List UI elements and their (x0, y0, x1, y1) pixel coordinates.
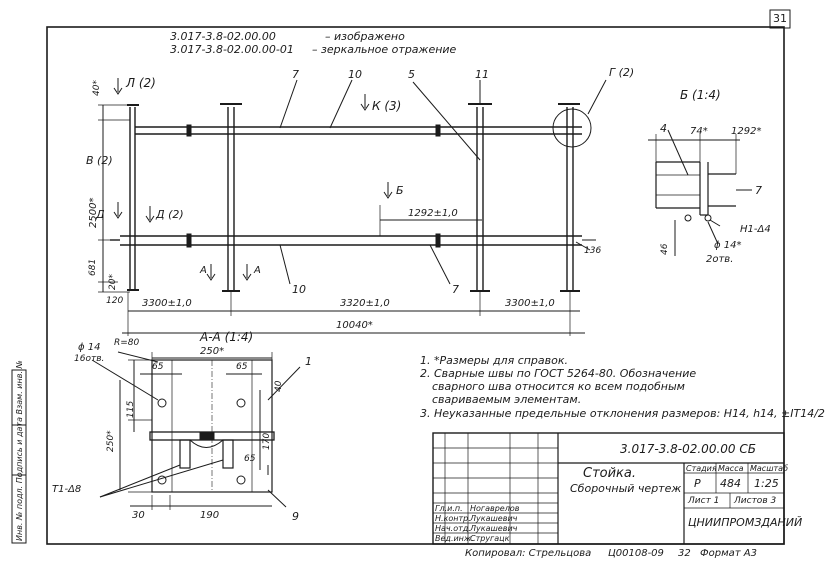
section-a-dim-190: 190 (200, 510, 220, 521)
note-2-cont-2: свариваемым элементам. (432, 393, 582, 406)
title-name-2: Сборочный чертеж (570, 482, 682, 495)
section-a-title: А-А (1:4) (200, 330, 254, 344)
post-3 (468, 103, 492, 292)
title-col-scale: Масштаб (750, 464, 789, 473)
detail-b-dim-1292: 1292* (731, 126, 762, 137)
section-a-weld: Т1-Δ8 (52, 484, 82, 495)
title-name-row-1: Ногаврелов (470, 504, 520, 513)
inventory-stamp: Инв. № подл. Подпись и дата Взам. инв. № (15, 360, 24, 541)
detail-b-pos-7: 7 (755, 184, 762, 197)
callout-d-mid: Д (2) (156, 208, 184, 221)
detail-b-pos-4: 4 (660, 122, 667, 135)
dim-136: 136 (584, 246, 602, 256)
callout-b: Б (396, 184, 404, 197)
dim-2500: 2500* (88, 197, 99, 228)
callout-a1: А (200, 265, 207, 276)
title-col-stage: Стадия (686, 464, 717, 473)
main-view (98, 78, 607, 336)
section-a-dim-40: 40 (274, 380, 284, 392)
title-role-4: Вед.инж. (435, 534, 474, 543)
post-1 (127, 104, 139, 291)
section-a-dim-65-left: 65 (152, 362, 164, 372)
dim-3320: 3320±1,0 (340, 298, 390, 309)
title-sheets: Листов 3 (734, 496, 777, 506)
title-stage: Р (694, 477, 701, 490)
title-organization: ЦНИИПРОМЗДАНИЙ (688, 516, 803, 529)
section-a-dim-65-low: 65 (244, 454, 256, 464)
callout-k: К (3) (372, 99, 402, 113)
pos-11: 11 (475, 68, 489, 81)
dim-3300-left: 3300±1,0 (142, 298, 192, 309)
dim-10040: 10040* (336, 320, 373, 331)
header-text-1: – изображено (325, 30, 405, 43)
callout-v: В (2) (86, 154, 113, 167)
detail-b-holes-count: 2отв. (706, 254, 734, 265)
detail-b-title: Б (1:4) (680, 88, 721, 102)
title-designation: 3.017-3.8-02.00.00 СБ (620, 442, 756, 456)
title-name-row-4: Стругацк (470, 534, 510, 543)
section-a-dim-250-left: 250* (106, 430, 116, 452)
post-2 (220, 103, 242, 292)
section-a-a (91, 351, 301, 510)
dim-20: 20* (108, 274, 118, 290)
post-4 (558, 103, 580, 292)
callout-d-left: Д (96, 208, 105, 221)
sheet-frame (46, 26, 785, 545)
header-code-1: 3.017-3.8-02.00.00 (170, 30, 276, 43)
note-1: 1. *Размеры для справок. (420, 354, 569, 367)
dim-120: 120 (106, 296, 124, 306)
section-a-dim-115: 115 (126, 400, 136, 418)
detail-b-hole: ϕ 14* (714, 240, 742, 251)
pos-7-bottom: 7 (452, 283, 459, 296)
callout-a2: А (254, 265, 261, 276)
note-2-cont-1: сварного шва относится ко всем подобным (432, 380, 685, 393)
section-a-pos-9: 9 (292, 510, 299, 523)
title-mass: 484 (720, 477, 741, 490)
section-a-hole: ϕ 14 (78, 342, 101, 353)
pos-10-top: 10 (348, 68, 362, 81)
page-number-box (769, 9, 791, 29)
order-number: Ц00108-09 (608, 548, 664, 559)
drawing-canvas (11, 9, 791, 545)
title-role-3: Нач.отд. (435, 524, 471, 533)
title-name-row-2: Лукашевич (470, 514, 518, 523)
detail-b-dim-46: 46 (660, 243, 670, 255)
title-role-1: Гл.и.п. (435, 504, 463, 513)
header-code-2: 3.017-3.8-02.00.00-01 (170, 43, 294, 56)
inventory-stamp-box (11, 369, 27, 544)
title-col-mass: Масса (718, 464, 744, 473)
title-block (432, 432, 785, 545)
section-a-pos-1: 1 (305, 355, 312, 368)
dim-3300-right: 3300±1,0 (505, 298, 555, 309)
dim-681: 681 (88, 258, 98, 276)
copied-by: Копировал: Стрельцова (465, 548, 592, 559)
header-text-2: – зеркальное отражение (312, 43, 457, 56)
note-2: 2. Сварные швы по ГОСТ 5264-80. Обозначе… (420, 367, 697, 380)
section-a-radius: R=80 (114, 338, 140, 348)
section-a-dim-250-top: 250* (200, 346, 225, 357)
note-3: 3. Неуказанные предельные отклонения раз… (420, 407, 825, 420)
detail-b (648, 129, 752, 256)
dim-40: 40* (92, 80, 102, 96)
section-a-dim-170: 170 (262, 432, 272, 450)
detail-b-weld: Н1-Δ4 (740, 224, 771, 235)
title-role-2: Н.контр. (435, 514, 471, 523)
callout-g: Г (2) (609, 66, 635, 79)
dim-1292: 1292±1,0 (408, 208, 458, 219)
title-scale: 1:25 (754, 477, 779, 490)
pos-5: 5 (408, 68, 415, 81)
title-sheet: Лист 1 (688, 496, 720, 506)
callout-l: Л (2) (126, 76, 156, 90)
pos-10-bottom: 10 (292, 283, 306, 296)
page-number: 31 (773, 12, 787, 25)
title-name-1: Стойка. (583, 466, 637, 481)
section-a-dim-65-right: 65 (236, 362, 248, 372)
format: Формат А3 (700, 548, 757, 559)
copy-count: 32 (678, 548, 691, 559)
pos-7-top: 7 (292, 68, 299, 81)
section-a-holes-count: 16отв. (74, 354, 105, 364)
title-name-row-3: Лукашевич (470, 524, 518, 533)
section-a-dim-30: 30 (132, 510, 145, 521)
detail-b-dim-74: 74* (690, 126, 708, 137)
